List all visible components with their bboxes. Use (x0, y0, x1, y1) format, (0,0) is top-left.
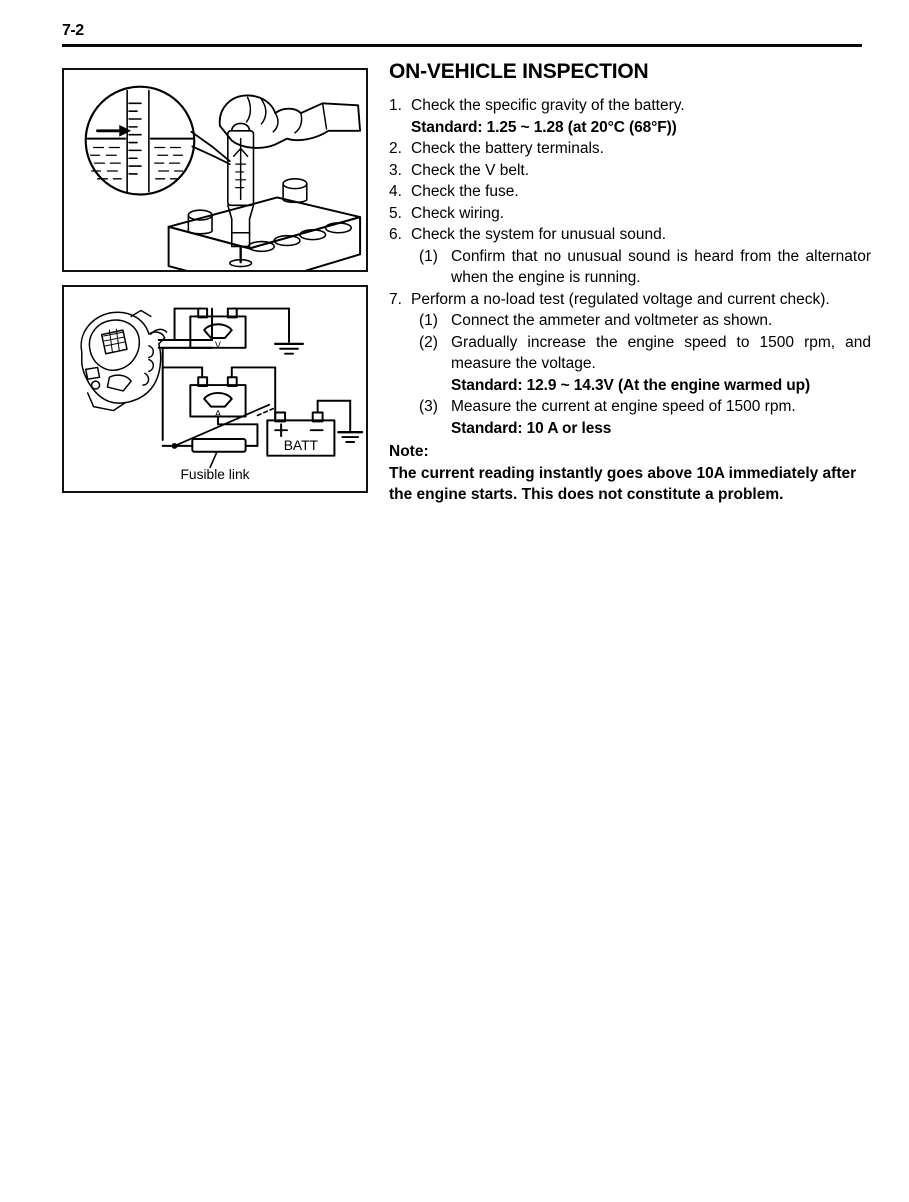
battery-label: BATT (284, 438, 319, 453)
step-number: 5. (389, 204, 402, 222)
substep-list: (1) Connect the ammeter and voltmeter as… (411, 310, 871, 439)
step-number: 6. (389, 226, 402, 243)
inspection-step-list: 1. Check the specific gravity of the bat… (389, 95, 871, 439)
fusible-link-label: Fusible link (180, 467, 249, 482)
step-item: 3. Check the V belt. (389, 160, 871, 182)
instruction-column: ON-VEHICLE INSPECTION 1. Check the speci… (389, 60, 871, 506)
voltmeter-label: V (215, 340, 221, 350)
step-text: Check the specific gravity of the batter… (411, 97, 685, 114)
substep-text: Confirm that no unusual sound is heard f… (451, 247, 871, 287)
step-number: 7. (389, 290, 402, 308)
note-text-line-1: The current reading instantly goes above… (389, 464, 857, 482)
page-number: 7-2 (62, 22, 84, 39)
step-number: 3. (389, 161, 402, 179)
step-item: 1. Check the specific gravity of the bat… (389, 95, 871, 138)
step-number: 4. (389, 183, 402, 200)
note-label: Note: (389, 443, 429, 460)
section-title: ON-VEHICLE INSPECTION (389, 60, 649, 83)
step-item: 6. Check the system for unusual sound. (… (389, 224, 871, 289)
substep-number: (1) (419, 247, 438, 265)
substep-list: (1) Confirm that no unusual sound is hea… (411, 246, 871, 289)
standard-value: Standard: 10 A or less (451, 419, 612, 437)
hydrometer-figure (62, 68, 368, 272)
step-text: Perform a no-load test (regulated voltag… (411, 290, 830, 308)
hydrometer-illustration (84, 85, 362, 270)
substep-text: Connect the ammeter and voltmeter as sho… (451, 312, 773, 329)
header-rule (62, 44, 862, 47)
ammeter-label: A (215, 408, 221, 418)
no-load-test-wiring-diagram: V A (80, 307, 364, 482)
step-text: Check the battery terminals. (411, 140, 604, 157)
step-number: 1. (389, 97, 402, 114)
step-item: 7. Perform a no-load test (regulated vol… (389, 289, 871, 440)
step-item: 4. Check the fuse. (389, 181, 871, 203)
page-header: 7-2 (62, 22, 862, 47)
substep-item: (2) Gradually increase the engine speed … (411, 332, 871, 397)
note-text-line-2: the engine starts. This does not constit… (389, 486, 784, 503)
step-item: 2. Check the battery terminals. (389, 138, 871, 160)
substep-text: Measure the current at engine speed of 1… (451, 398, 796, 415)
step-text: Check the V belt. (411, 161, 530, 179)
step-number: 2. (389, 140, 402, 157)
substep-number: (2) (419, 333, 438, 351)
substep-item: (3) Measure the current at engine speed … (411, 396, 871, 439)
substep-text: Gradually increase the engine speed to 1… (451, 333, 871, 373)
step-text: Check the system for unusual sound. (411, 226, 667, 243)
substep-number: (3) (419, 398, 438, 415)
standard-value: Standard: 1.25 ~ 1.28 (at 20°C (68°F)) (411, 118, 677, 136)
substep-number: (1) (419, 312, 438, 329)
step-text: Check the fuse. (411, 183, 519, 200)
substep-item: (1) Confirm that no unusual sound is hea… (411, 246, 871, 289)
standard-value: Standard: 12.9 ~ 14.3V (At the engine wa… (451, 376, 811, 394)
substep-item: (1) Connect the ammeter and voltmeter as… (411, 310, 871, 332)
wiring-figure: V A (62, 285, 368, 493)
step-item: 5. Check wiring. (389, 203, 871, 225)
note-block: Note: The current reading instantly goes… (389, 441, 871, 506)
step-text: Check wiring. (411, 204, 505, 222)
